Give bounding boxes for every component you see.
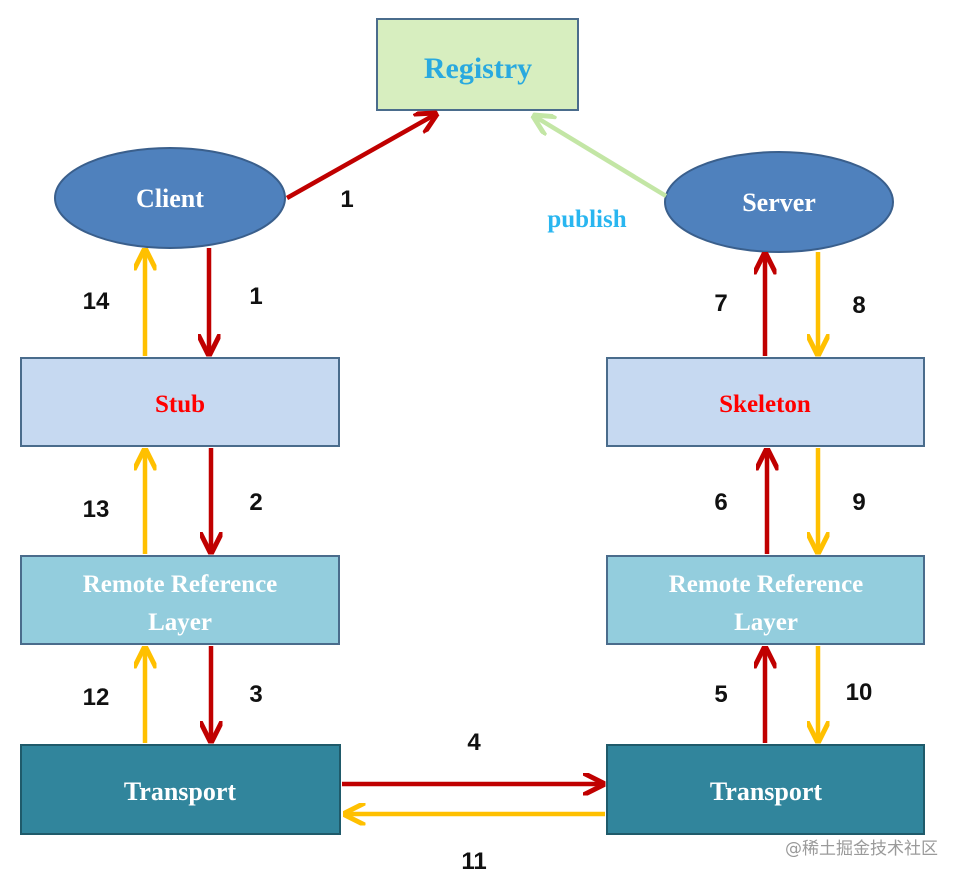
rrl-right-label-line1: Remote Reference [669, 571, 864, 598]
stub-label: Stub [155, 391, 205, 418]
arrow-publish [534, 116, 668, 198]
step-label-rrl-stub: 13 [83, 496, 110, 523]
client-label: Client [136, 184, 204, 213]
publish-label: publish [547, 206, 626, 233]
step-label-stub-rrl: 2 [249, 489, 262, 516]
step-label-stub-client: 14 [83, 288, 110, 315]
skeleton-box [606, 357, 925, 447]
skeleton-label: Skeleton [719, 391, 811, 418]
step-label-transport-rrl: 12 [83, 684, 110, 711]
step-label-client-stub: 1 [249, 283, 262, 310]
step-label-transport-back: 11 [461, 848, 486, 875]
rrl-left-box [20, 555, 340, 645]
step-label-rrl-transport-server: 10 [846, 679, 873, 706]
step-label-skeleton-server: 7 [714, 290, 727, 317]
rrl-right-box [606, 555, 925, 645]
client-node [54, 147, 286, 249]
step-label-skeleton-rrl: 9 [852, 489, 865, 516]
transport-left-label: Transport [124, 777, 237, 806]
registry-label: Registry [424, 52, 532, 85]
step-label-transport-forward: 4 [467, 729, 481, 756]
step-label-server-skeleton: 8 [852, 292, 865, 319]
registry-box [376, 18, 579, 111]
rrl-right-label-line2: Layer [734, 609, 798, 636]
transport-right-label: Transport [710, 777, 823, 806]
step-label-rrl-skeleton: 6 [714, 489, 727, 516]
transport-left-box [20, 744, 341, 835]
step-label-rrl-transport: 3 [249, 681, 262, 708]
stub-box [20, 357, 340, 447]
rrl-left-label-line2: Layer [148, 609, 212, 636]
rrl-left-label-line1: Remote Reference [83, 571, 278, 598]
transport-right-box [606, 744, 925, 835]
server-label: Server [742, 188, 816, 217]
server-node [664, 151, 894, 253]
step-label-client-registry: 1 [340, 186, 353, 213]
watermark: @稀土掘金技术社区 [785, 839, 938, 859]
step-label-transport-rrl-server: 5 [714, 681, 727, 708]
arrow-client-to-registry [285, 114, 436, 200]
